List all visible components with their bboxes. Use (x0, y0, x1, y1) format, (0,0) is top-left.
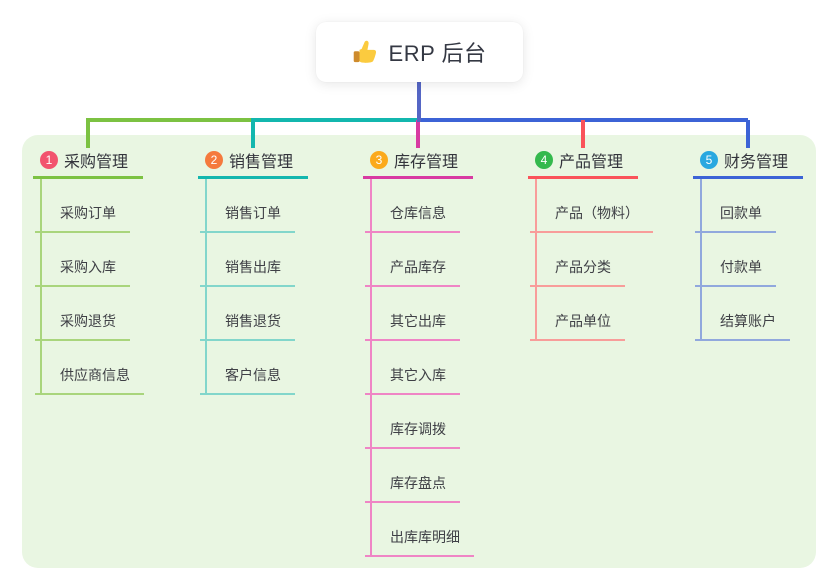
branch-drop-line (86, 120, 90, 148)
child-node[interactable]: 产品单位 (530, 287, 698, 341)
root-node[interactable]: ERP 后台 (316, 22, 523, 82)
branch-inventory: 3 库存管理 仓库信息 产品库存 其它出库 其它入库 库存调拨 库存盘点 出库库… (363, 120, 533, 557)
child-label[interactable]: 出库库明细 (365, 527, 474, 557)
branch-underline (198, 176, 308, 179)
child-node[interactable]: 销售出库 (200, 233, 368, 287)
branch-title: 库存管理 (394, 154, 459, 171)
child-node[interactable]: 付款单 (695, 233, 839, 287)
branch-children: 仓库信息 产品库存 其它出库 其它入库 库存调拨 库存盘点 出库库明细 (365, 179, 533, 557)
connector-root (417, 82, 421, 122)
branch-finance: 5 财务管理 回款单 付款单 结算账户 (693, 120, 839, 341)
child-node[interactable]: 采购退货 (35, 287, 203, 341)
child-label[interactable]: 供应商信息 (35, 365, 144, 395)
child-label[interactable]: 付款单 (695, 257, 776, 287)
branch-underline (33, 176, 143, 179)
branch-inventory-node[interactable]: 3 库存管理 (370, 148, 533, 172)
branch-drop-line (251, 120, 255, 148)
branch-sales: 2 销售管理 销售订单 销售出库 销售退货 客户信息 (198, 120, 368, 395)
child-label[interactable]: 库存盘点 (365, 473, 460, 503)
child-node[interactable]: 销售订单 (200, 179, 368, 233)
child-node[interactable]: 仓库信息 (365, 179, 533, 233)
child-label[interactable]: 其它出库 (365, 311, 460, 341)
child-label[interactable]: 采购入库 (35, 257, 130, 287)
branch-children: 销售订单 销售出库 销售退货 客户信息 (200, 179, 368, 395)
branch-number-badge: 3 (370, 151, 388, 169)
branch-number-badge: 4 (535, 151, 553, 169)
child-label[interactable]: 回款单 (695, 203, 776, 233)
child-label[interactable]: 产品分类 (530, 257, 625, 287)
child-label[interactable]: 其它入库 (365, 365, 460, 395)
branch-underline (528, 176, 638, 179)
branch-product: 4 产品管理 产品（物料） 产品分类 产品单位 (528, 120, 698, 341)
child-node[interactable]: 采购订单 (35, 179, 203, 233)
child-node[interactable]: 其它出库 (365, 287, 533, 341)
child-label[interactable]: 客户信息 (200, 365, 295, 395)
branch-number-badge: 1 (40, 151, 58, 169)
branch-number-badge: 2 (205, 151, 223, 169)
child-node[interactable]: 产品分类 (530, 233, 698, 287)
branch-title: 销售管理 (229, 154, 294, 171)
child-label[interactable]: 销售退货 (200, 311, 295, 341)
child-node[interactable]: 回款单 (695, 179, 839, 233)
child-label[interactable]: 采购订单 (35, 203, 130, 233)
branch-purchase: 1 采购管理 采购订单 采购入库 采购退货 供应商信息 (33, 120, 203, 395)
branch-underline (363, 176, 473, 179)
branch-purchase-node[interactable]: 1 采购管理 (40, 148, 203, 172)
child-node[interactable]: 客户信息 (200, 341, 368, 395)
branch-sales-node[interactable]: 2 销售管理 (205, 148, 368, 172)
branch-finance-node[interactable]: 5 财务管理 (700, 148, 839, 172)
child-node[interactable]: 结算账户 (695, 287, 839, 341)
child-node[interactable]: 销售退货 (200, 287, 368, 341)
connector-branch1 (86, 118, 253, 122)
child-label[interactable]: 销售订单 (200, 203, 295, 233)
child-label[interactable]: 产品（物料） (530, 203, 653, 233)
child-label[interactable]: 仓库信息 (365, 203, 460, 233)
branch-underline (693, 176, 803, 179)
child-node[interactable]: 库存调拨 (365, 395, 533, 449)
child-label[interactable]: 产品单位 (530, 311, 625, 341)
mindmap-canvas (22, 135, 816, 568)
thumbs-up-icon (353, 39, 379, 65)
child-label[interactable]: 库存调拨 (365, 419, 460, 449)
branch-product-node[interactable]: 4 产品管理 (535, 148, 698, 172)
branch-drop-line (746, 120, 750, 148)
child-node[interactable]: 采购入库 (35, 233, 203, 287)
child-node[interactable]: 库存盘点 (365, 449, 533, 503)
branch-drop-line (581, 120, 585, 148)
branch-drop-line (416, 120, 420, 148)
child-node[interactable]: 供应商信息 (35, 341, 203, 395)
branch-children: 回款单 付款单 结算账户 (695, 179, 839, 341)
branch-title: 采购管理 (64, 154, 129, 171)
connector-branch2 (251, 118, 419, 122)
branch-title: 产品管理 (559, 154, 624, 171)
branch-children: 产品（物料） 产品分类 产品单位 (530, 179, 698, 341)
child-label[interactable]: 结算账户 (695, 311, 790, 341)
branch-children: 采购订单 采购入库 采购退货 供应商信息 (35, 179, 203, 395)
child-label[interactable]: 销售出库 (200, 257, 295, 287)
child-node[interactable]: 产品库存 (365, 233, 533, 287)
child-label[interactable]: 产品库存 (365, 257, 460, 287)
branch-title: 财务管理 (724, 154, 789, 171)
branch-number-badge: 5 (700, 151, 718, 169)
child-node[interactable]: 出库库明细 (365, 503, 533, 557)
child-label[interactable]: 采购退货 (35, 311, 130, 341)
child-node[interactable]: 产品（物料） (530, 179, 698, 233)
root-title: ERP 后台 (388, 41, 487, 66)
child-node[interactable]: 其它入库 (365, 341, 533, 395)
